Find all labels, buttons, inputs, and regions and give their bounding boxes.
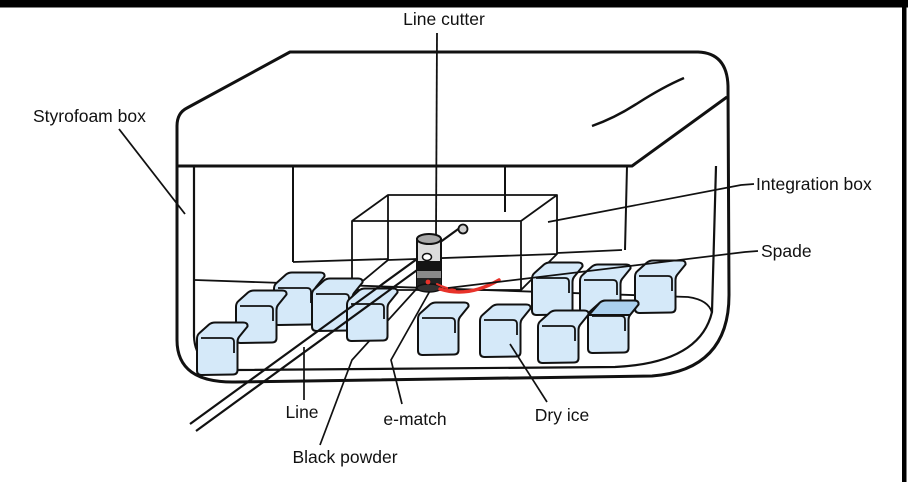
dry-ice-cube: [634, 259, 687, 314]
label-black-powder: Black powder: [292, 447, 397, 467]
dry-ice-cube: [479, 303, 532, 358]
ice-cube-edge-detail: [316, 293, 350, 309]
label-line: Line: [285, 402, 318, 422]
label-dry-ice: Dry ice: [535, 405, 589, 425]
dry-ice-cube: [417, 301, 470, 356]
ice-cube-edge-detail: [278, 287, 312, 303]
spade-leader: [447, 250, 759, 289]
ice-cube-edge-detail: [592, 315, 626, 331]
frame-right-bar: [902, 0, 907, 482]
ice-cube-body: [235, 289, 288, 344]
interior-corner-lines: [292, 165, 628, 262]
ice-cube-edge-detail: [542, 325, 576, 341]
ice-cube-body: [196, 321, 249, 376]
label-styrofoam-box: Styrofoam box: [33, 106, 146, 126]
cylinder-band: [417, 261, 441, 271]
ice-cube-edge-detail: [584, 279, 618, 295]
label-integration-box: Integration box: [756, 174, 872, 194]
line-cutter-device: [416, 223, 469, 293]
rope-tip-bulb: [457, 223, 469, 235]
label-line-cutter: Line cutter: [403, 9, 485, 29]
ice-cube-body: [417, 301, 470, 356]
ice-cube-edge-detail: [639, 275, 673, 291]
lid-swoosh-line: [591, 76, 685, 128]
line-rope-strand-1: [189, 226, 462, 425]
frame-top-bar: [0, 0, 908, 8]
integration-box-wireframe: [351, 194, 558, 291]
black-powder-leader: [319, 283, 422, 446]
line-cutter-leader: [435, 32, 438, 237]
integration-box-leader: [547, 183, 755, 223]
rope-hole: [421, 252, 433, 262]
spade-mark-tail: [436, 283, 456, 291]
dry-ice-cube: [235, 289, 288, 344]
dry-ice-cube: [587, 299, 640, 354]
ice-cube-edge-detail: [536, 277, 570, 293]
label-e-match: e-match: [383, 409, 446, 429]
dry-ice-leader: [509, 343, 548, 403]
back-floor-line: [292, 249, 623, 263]
dry-ice-cube: [196, 321, 249, 376]
cylinder-gray-ring: [417, 271, 441, 278]
floor-front-line: [194, 279, 713, 314]
line-rope-strand-2: [195, 256, 436, 432]
ice-cube-edge-detail: [484, 319, 518, 335]
styrofoam-box-leader: [118, 128, 186, 215]
ice-cube-body: [479, 303, 532, 358]
cylinder-top-cap: [416, 233, 442, 245]
ice-cube-dark-top: [588, 299, 640, 316]
black-powder-dot: [425, 279, 431, 285]
e-match-leader: [390, 288, 432, 405]
ice-cube-edge-detail: [240, 305, 274, 321]
ice-cube-edge-detail: [422, 317, 456, 333]
ice-cube-edge-detail: [201, 337, 235, 353]
ice-cube-edge-detail: [351, 303, 385, 319]
ice-cube-body: [634, 259, 687, 314]
lid-bottom-edge: [177, 95, 728, 168]
label-spade: Spade: [761, 241, 812, 261]
